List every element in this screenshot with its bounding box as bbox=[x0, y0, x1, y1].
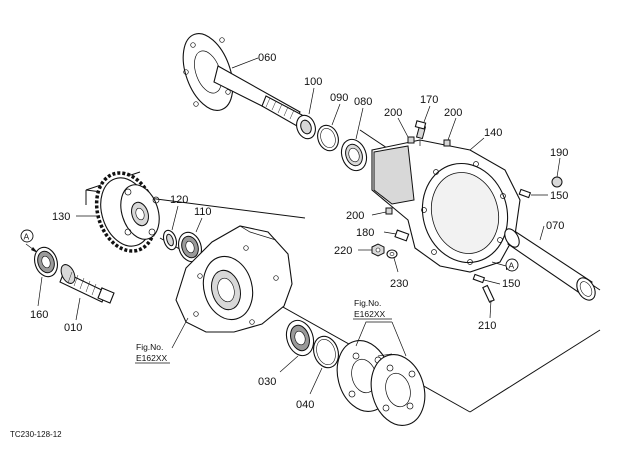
leader-110 bbox=[195, 217, 203, 233]
label-230: 230 bbox=[390, 278, 408, 290]
label-060: 060 bbox=[258, 52, 276, 64]
marker-a-left: A bbox=[20, 229, 38, 253]
leader-fig-right-a bbox=[355, 321, 392, 347]
leader-200-b bbox=[447, 117, 457, 141]
leader-200-c bbox=[371, 211, 387, 216]
label-220: 220 bbox=[334, 245, 352, 257]
label-200-a: 200 bbox=[384, 107, 402, 119]
part-060-axle-shaft bbox=[182, 33, 303, 127]
leader-230 bbox=[393, 257, 399, 273]
leader-fig-right-b bbox=[391, 321, 407, 357]
leader-fig-left bbox=[171, 317, 189, 349]
leader-170 bbox=[423, 105, 431, 123]
label-130: 130 bbox=[52, 211, 70, 223]
label-150-a: 150 bbox=[550, 190, 568, 202]
part-130-spur-gear bbox=[94, 171, 160, 253]
part-040-snap-ring bbox=[313, 335, 339, 369]
label-030: 030 bbox=[258, 376, 276, 388]
fig-ref-left-line2: E162XX bbox=[136, 353, 168, 363]
part-080-bearing bbox=[340, 138, 368, 172]
part-150-bolt-b bbox=[472, 273, 486, 284]
label-150-b: 150 bbox=[502, 278, 520, 290]
leader-080 bbox=[355, 107, 364, 140]
part-030-bearing bbox=[285, 319, 315, 357]
leader-180 bbox=[383, 231, 397, 235]
leader-040 bbox=[309, 367, 323, 395]
leader-010 bbox=[75, 297, 81, 321]
diagram-code: TC230-128-12 bbox=[10, 430, 62, 439]
label-140: 140 bbox=[484, 127, 502, 139]
leader-060 bbox=[231, 57, 259, 69]
label-190: 190 bbox=[550, 147, 568, 159]
part-160-bearing bbox=[34, 246, 58, 278]
label-080: 080 bbox=[354, 96, 372, 108]
label-210: 210 bbox=[478, 320, 496, 332]
leader-140 bbox=[469, 137, 485, 151]
label-070: 070 bbox=[546, 220, 564, 232]
marker-a-left-label: A bbox=[24, 232, 30, 242]
brake-plates bbox=[336, 340, 426, 426]
label-170: 170 bbox=[420, 94, 438, 106]
label-110: 110 bbox=[194, 206, 212, 218]
fig-ref-right-line1: Fig.No. bbox=[354, 298, 381, 308]
fig-ref-left-line1: Fig.No. bbox=[136, 342, 163, 352]
leader-200-a bbox=[397, 117, 409, 138]
leader-030 bbox=[279, 355, 299, 373]
marker-a-right-label: A bbox=[509, 261, 515, 271]
part-150-bolt-a bbox=[518, 188, 532, 199]
label-160: 160 bbox=[30, 309, 48, 321]
part-070-tube bbox=[504, 228, 596, 301]
leader-160 bbox=[37, 276, 43, 307]
leader-120 bbox=[171, 205, 179, 231]
leader-210 bbox=[489, 299, 492, 319]
part-200-plug-b bbox=[443, 139, 451, 147]
marker-a-right: A bbox=[491, 258, 519, 272]
leader-190 bbox=[556, 157, 561, 178]
part-210-stud bbox=[482, 284, 495, 303]
part-100-oil-seal bbox=[296, 114, 316, 140]
part-230-washer bbox=[386, 249, 398, 259]
label-200-c: 200 bbox=[346, 210, 364, 222]
leader-100 bbox=[308, 87, 315, 115]
part-180-bolt bbox=[394, 229, 410, 242]
part-120-collar bbox=[162, 229, 178, 251]
part-110-bearing bbox=[178, 231, 202, 263]
part-190-plug bbox=[551, 176, 563, 188]
leader-150-b bbox=[483, 279, 501, 285]
label-200-b: 200 bbox=[444, 107, 462, 119]
part-140-axle-housing bbox=[371, 139, 521, 273]
part-090-snap-ring bbox=[317, 124, 339, 152]
label-040: 040 bbox=[296, 399, 314, 411]
part-170-bolt bbox=[414, 120, 427, 140]
label-100: 100 bbox=[304, 76, 322, 88]
label-010: 010 bbox=[64, 322, 82, 334]
label-120: 120 bbox=[170, 194, 188, 206]
part-200-plug-c bbox=[385, 207, 393, 215]
fig-ref-right-line2: E162XX bbox=[354, 309, 386, 319]
part-200-plug-a bbox=[407, 136, 415, 144]
part-010-pinion-shaft bbox=[59, 264, 115, 304]
leader-090 bbox=[331, 103, 341, 126]
label-090: 090 bbox=[330, 92, 348, 104]
front-housing-case bbox=[175, 225, 293, 333]
label-180: 180 bbox=[356, 227, 374, 239]
leader-070 bbox=[539, 225, 545, 241]
part-220-nut bbox=[371, 243, 385, 257]
